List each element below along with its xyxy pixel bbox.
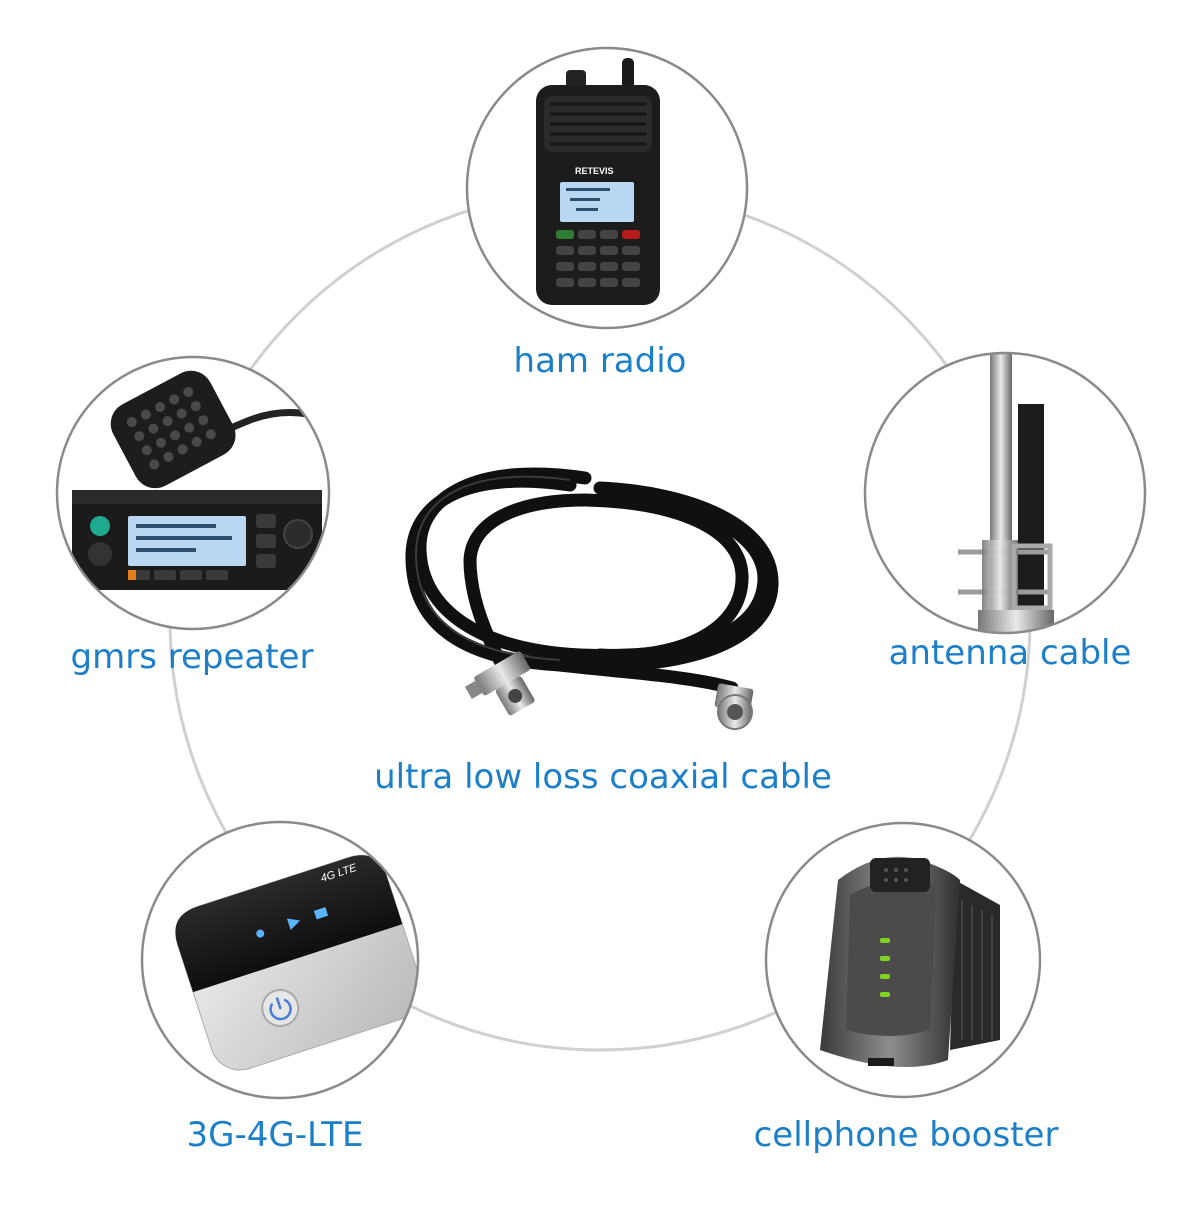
antenna-circle bbox=[863, 351, 1147, 635]
mobile-hotspot-image bbox=[175, 855, 418, 1071]
label-ham-radio: ham radio bbox=[513, 341, 687, 381]
lte-circle: 4G LTE bbox=[140, 820, 420, 1100]
gmrs-repeater-circle bbox=[55, 355, 331, 631]
label-coaxial-cable: ultra low loss coaxial cable bbox=[374, 757, 832, 797]
label-antenna-cable: antenna cable bbox=[888, 633, 1132, 673]
booster-circle bbox=[764, 821, 1042, 1099]
signal-booster-image bbox=[820, 856, 1000, 1068]
coaxial-cable-image bbox=[405, 467, 779, 730]
mobile-radio-image bbox=[72, 370, 329, 590]
label-gmrs-repeater: gmrs repeater bbox=[70, 637, 314, 677]
label-3g-4g-lte: 3G-4G-LTE bbox=[186, 1115, 364, 1155]
handheld-radio-image bbox=[536, 58, 660, 305]
ham-radio-circle: RETEVIS bbox=[465, 46, 749, 330]
radio-brand-logo: RETEVIS bbox=[575, 166, 614, 176]
label-cellphone-booster: cellphone booster bbox=[753, 1115, 1059, 1155]
antenna-mast-image bbox=[958, 353, 1054, 633]
